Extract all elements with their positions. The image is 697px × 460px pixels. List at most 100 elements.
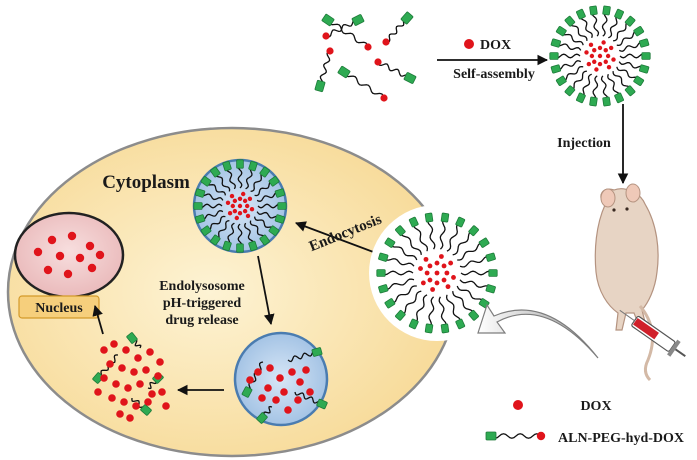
aln-head-mark (576, 8, 586, 20)
release-label-line1: Endolysosome (159, 279, 245, 294)
dox-mark (586, 61, 592, 67)
aln-head-mark (478, 237, 490, 248)
aln-head-mark (589, 5, 598, 16)
dox-mark (603, 59, 608, 64)
dox-mark (430, 287, 436, 292)
release-label-line2: pH-triggered (163, 296, 241, 311)
polymer-chain (399, 230, 422, 256)
dox-mark (249, 207, 255, 212)
dox-mark (245, 213, 251, 219)
polymer-chain (327, 19, 369, 48)
dox-mark (142, 366, 150, 374)
aln-head-mark (400, 11, 414, 25)
aln-head-mark (624, 15, 636, 27)
dox-mark (232, 198, 238, 204)
dox-mark (592, 48, 597, 53)
aln-head-mark (641, 52, 651, 60)
dox-mark (132, 402, 140, 410)
dox-mark (55, 251, 65, 261)
dox-mark (106, 360, 114, 368)
aln-head-mark (395, 309, 406, 321)
aln-head-mark (408, 216, 419, 228)
polymer-chain (380, 270, 414, 276)
intact-micelle (193, 159, 287, 253)
aln-head-mark (259, 234, 270, 246)
dox-mark (594, 67, 599, 72)
legend-dox-symbol (513, 400, 523, 410)
dox-mark (364, 43, 372, 51)
aln-head-mark (555, 26, 567, 37)
dox-mark (162, 402, 170, 410)
dox-mark (427, 263, 433, 269)
aln-head-mark (555, 75, 567, 86)
dox-reagent-label: DOX (480, 38, 511, 53)
aln-head-mark (564, 85, 576, 97)
aln-head-mark (194, 188, 206, 198)
arrow-cluster-to-nucleus (92, 304, 104, 335)
aln-head-mark (222, 240, 232, 252)
aln-head-mark (268, 176, 280, 187)
dox-mark (63, 269, 73, 279)
dox-mark (588, 42, 594, 48)
dox-mark (420, 280, 426, 286)
aln-head-mark (455, 318, 466, 330)
dox-mark (603, 48, 608, 53)
dox-mark (280, 388, 288, 396)
dox-mark (108, 394, 116, 402)
aln-head-mark (378, 284, 389, 294)
injection-label: Injection (557, 136, 611, 151)
dox-mark (232, 208, 238, 214)
aln-head-mark (200, 176, 212, 187)
aln-head-mark (376, 269, 386, 277)
dox-mark (118, 364, 126, 372)
dox-mark (536, 431, 546, 441)
surface-micelle (376, 212, 498, 334)
aln-head-mark (614, 8, 624, 20)
aln-head-mark (210, 234, 221, 246)
aln-head-mark (277, 202, 287, 210)
dox-mark (247, 196, 253, 201)
dox-mark (112, 380, 120, 388)
assembled-micelle (549, 5, 651, 107)
dox-mark (418, 266, 423, 272)
aln-head-mark (633, 26, 645, 37)
dox-mark (284, 406, 292, 414)
polymer-chain (490, 433, 542, 439)
dox-mark (434, 280, 440, 286)
polymer-chain (382, 256, 415, 267)
dox-mark (382, 38, 390, 46)
dox-mark (254, 368, 262, 376)
dox-mark (258, 394, 266, 402)
polymer-chain (246, 361, 264, 393)
released-polymer-chains (241, 347, 328, 424)
aln-head-mark (210, 166, 221, 178)
dox-mark (241, 191, 246, 197)
aln-head-mark (485, 252, 496, 262)
aln-head-mark (624, 85, 636, 97)
aln-head-mark (468, 309, 479, 321)
aln-head-mark (408, 318, 419, 330)
dox-mark (246, 376, 254, 384)
aln-head-mark (259, 166, 270, 178)
dox-mark (245, 203, 250, 209)
dox-mark (597, 53, 603, 59)
aln-head-mark (321, 13, 335, 27)
dox-mark (229, 193, 235, 199)
legend-polymer-label: ALN-PEG-hyd-DOX (558, 431, 684, 446)
dox-mark (156, 358, 164, 366)
nucleus-dox-dots (33, 231, 105, 279)
dox-mark (134, 354, 142, 362)
dox-mark (100, 374, 108, 382)
dox-mark (424, 270, 430, 276)
dox-mark (234, 215, 239, 221)
aln-head-mark (403, 72, 417, 84)
dox-reagent-dot (464, 39, 474, 49)
polymer-chain (446, 221, 461, 252)
syringe-icon (619, 309, 686, 358)
aln-head-mark (126, 332, 138, 344)
aln-head-mark (236, 243, 244, 253)
dox-mark (322, 32, 330, 40)
aln-head-mark (200, 225, 212, 236)
aln-head-mark (639, 64, 650, 74)
dox-mark (374, 58, 382, 66)
